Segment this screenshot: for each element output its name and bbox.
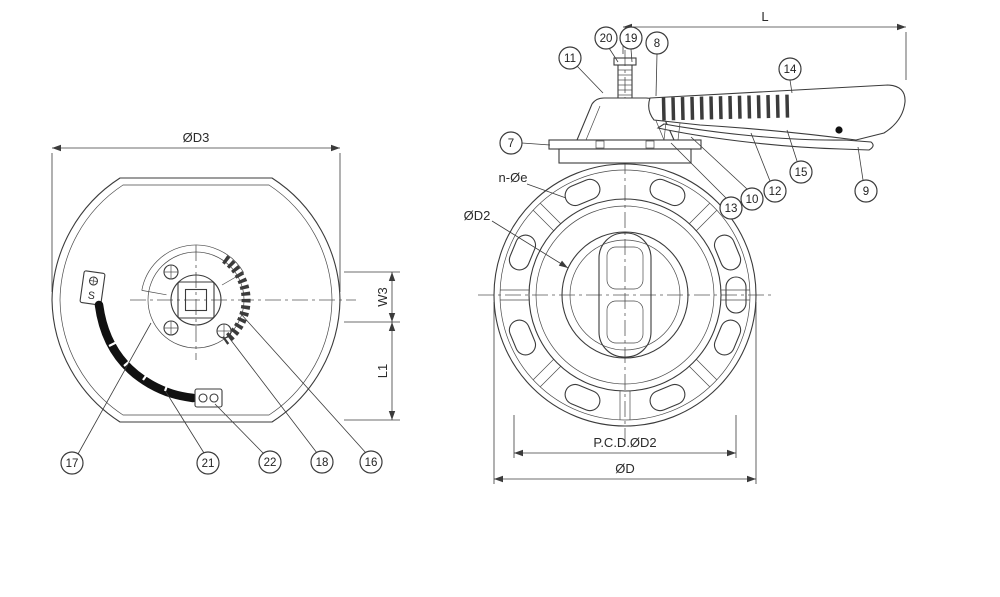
balloon-22-label: 22: [264, 457, 277, 469]
dim-pcd: P.C.D.ØD2: [513, 415, 737, 458]
balloon-15: 15: [789, 160, 813, 184]
flange-front: [493, 163, 757, 427]
dim-l1-label: L1: [375, 364, 390, 378]
balloon-13-label: 13: [725, 203, 738, 215]
handle-lock-plate: S: [79, 270, 106, 306]
balloon-9-label: 9: [863, 186, 869, 198]
balloons-right: 11 20 19 8 14 7 13 10 12: [499, 26, 878, 220]
balloon-22: 22: [258, 450, 282, 474]
handle-assembly: [548, 57, 906, 164]
centerlines-left: [130, 245, 356, 360]
balloon-21: 21: [196, 451, 220, 475]
balloon-15-label: 15: [795, 167, 808, 179]
inner-dia-label: ØD2: [464, 208, 491, 223]
flange-rib: [721, 289, 750, 301]
balloons-left: 17 21 22 18 16: [60, 313, 383, 475]
stem-square: [177, 281, 215, 319]
screw-icon: [216, 323, 232, 339]
balloon-20: 20: [594, 26, 618, 50]
balloon-18: 18: [310, 450, 334, 474]
screw-icon: [163, 320, 179, 336]
dim-w3: W3: [344, 271, 400, 323]
dim-od-label: ØD: [615, 461, 635, 476]
dim-od3-label: ØD3: [183, 130, 210, 145]
balloon-16: 16: [359, 450, 383, 474]
bolt-hole: [725, 276, 747, 314]
balloon-17-label: 17: [66, 458, 79, 470]
balloon-9: 9: [854, 179, 878, 203]
dim-l1: L1: [344, 322, 400, 421]
balloon-21-label: 21: [202, 458, 215, 470]
grip-ridges-icon: [661, 94, 793, 121]
balloon-16-label: 16: [365, 457, 378, 469]
disc-hub: [561, 231, 689, 359]
left-view: S ØD3 W3: [51, 130, 400, 475]
right-view: L n-Øe ØD2 P.C.D.ØD2 ØD: [464, 9, 907, 484]
lever-end-plate: [194, 388, 223, 408]
label-inner-dia: ØD2: [464, 208, 569, 269]
balloon-18-label: 18: [316, 457, 329, 469]
dim-od: ØD: [493, 302, 757, 484]
dim-pcd-label: P.C.D.ØD2: [593, 435, 656, 450]
handle-grip: [648, 84, 906, 141]
balloon-12-label: 12: [769, 186, 782, 198]
handle-plate-label: S: [87, 289, 96, 302]
mounting-plates: [548, 139, 702, 164]
balloon-8: 8: [645, 31, 669, 55]
stem-threads: [613, 57, 637, 98]
balloon-14: 14: [778, 57, 802, 81]
screw-icon: [163, 264, 179, 280]
bolt-holes-label: n-Øe: [499, 170, 528, 185]
dim-w3-label: W3: [375, 287, 390, 307]
balloon-17: 17: [60, 451, 84, 475]
balloon-14-label: 14: [784, 64, 797, 76]
dim-od3: ØD3: [51, 130, 341, 292]
balloon-7-label: 7: [508, 138, 514, 150]
balloon-7: 7: [499, 131, 523, 155]
balloon-8-label: 8: [654, 38, 660, 50]
trigger-pivot-icon: [835, 126, 843, 134]
gear-mechanism: [141, 244, 251, 349]
label-bolt-holes: n-Øe: [499, 170, 567, 199]
balloon-13: 13: [719, 196, 743, 220]
balloon-19: 19: [619, 26, 643, 50]
balloon-11-label: 11: [564, 53, 576, 65]
balloon-11: 11: [558, 46, 582, 70]
dim-l-label: L: [761, 9, 768, 24]
balloon-20-label: 20: [600, 33, 613, 45]
balloon-10: 10: [740, 187, 764, 211]
balloon-19-label: 19: [625, 33, 638, 45]
gear-teeth-icon: [221, 255, 251, 345]
lock-trigger: [656, 121, 874, 151]
balloon-10-label: 10: [746, 194, 759, 206]
balloon-12: 12: [763, 179, 787, 203]
